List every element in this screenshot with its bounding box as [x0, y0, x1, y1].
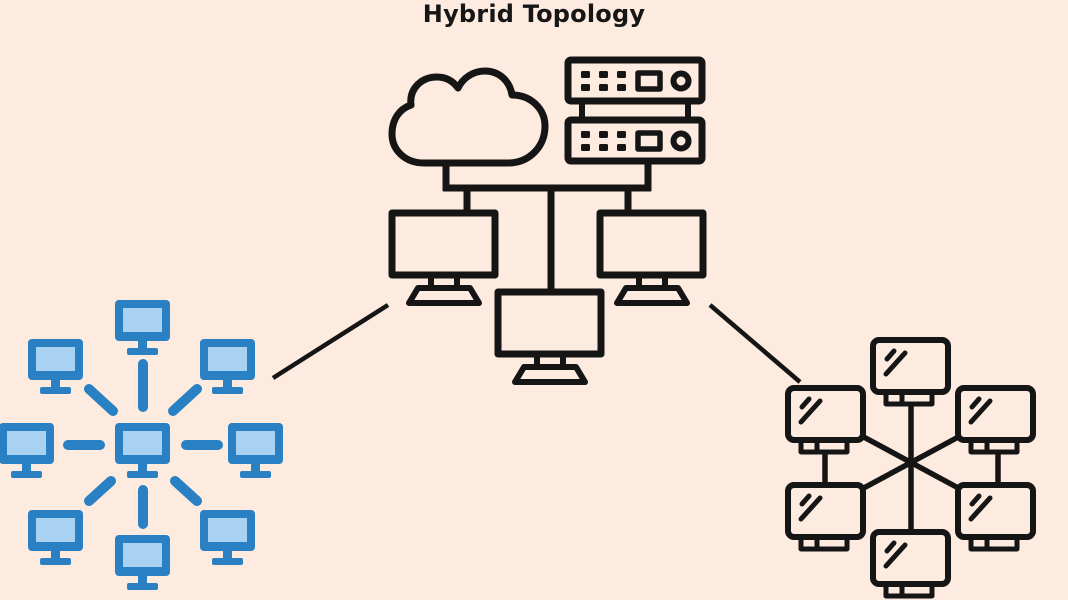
server-unit-top: [568, 60, 702, 101]
bus-workstation-left: [392, 213, 495, 303]
star-node-top: [115, 300, 170, 355]
bus-workstation-right: [600, 213, 703, 303]
mesh-node-bottom-right: [958, 485, 1033, 549]
spoke-upper-right: [168, 384, 202, 416]
star-node-left: [0, 423, 54, 478]
star-node-bottom-left: [28, 510, 83, 565]
spoke-lower-right: [170, 476, 202, 506]
star-node-bottom-right: [200, 510, 255, 565]
star-node-right: [228, 423, 283, 478]
server-unit-bottom: [568, 120, 702, 161]
star-node-bottom: [115, 535, 170, 590]
mesh-node-top-right: [958, 388, 1033, 452]
inter-topology-links: [271, 303, 802, 384]
star-node-top-right: [200, 339, 255, 394]
star-node-center: [115, 423, 170, 478]
spoke-upper-left: [84, 384, 118, 416]
bus-topology-group: [388, 60, 703, 382]
mesh-node-bottom-left: [788, 485, 863, 549]
star-topology-group: [0, 300, 283, 590]
server-rack-icon: [568, 60, 702, 161]
mesh-node-top: [873, 340, 948, 404]
star-node-top-left: [28, 339, 83, 394]
link-hub-to-star: [271, 303, 390, 380]
mesh-topology-group: [788, 340, 1033, 596]
mesh-node-top-left: [788, 388, 863, 452]
link-hub-to-mesh: [708, 303, 802, 384]
mesh-link-diagonal-2: [858, 432, 964, 493]
spoke-lower-left: [84, 476, 116, 506]
page-title: Hybrid Topology: [422, 0, 646, 28]
mesh-node-bottom: [873, 532, 948, 596]
bus-workstation-center: [498, 292, 601, 382]
cloud-icon: [388, 67, 549, 167]
